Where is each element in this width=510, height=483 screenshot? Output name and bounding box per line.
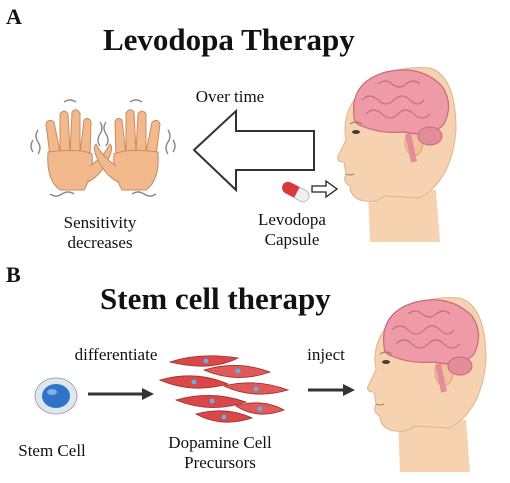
panel-b-title: Stem cell therapy [100, 281, 331, 316]
precursor-caption-line2: Precursors [184, 453, 256, 472]
capsule-small-arrow-icon [311, 179, 339, 199]
tremor-hands-icon [30, 99, 176, 197]
differentiate-label: differentiate [74, 345, 158, 364]
head-with-brain-icon-b [368, 298, 486, 472]
inject-arrow-icon [308, 384, 355, 396]
panel-b-letter: B [6, 262, 21, 287]
capsule-caption-line2: Capsule [264, 230, 320, 249]
capsule-caption: Levodopa Capsule [248, 210, 336, 250]
panel-a-letter: A [6, 4, 22, 29]
hollow-left-arrow-icon [192, 108, 315, 193]
stem-cell-icon [34, 377, 78, 415]
stem-cell-caption: Stem Cell [18, 441, 86, 460]
precursor-caption: Dopamine Cell Precursors [150, 433, 290, 473]
hands-caption-line1: Sensitivity [63, 213, 137, 232]
capsule-caption-line1: Levodopa [258, 210, 326, 229]
panel-a-title: Levodopa Therapy [103, 22, 355, 57]
levodopa-capsule-icon [282, 181, 310, 203]
precursor-caption-line1: Dopamine Cell [168, 433, 272, 452]
hands-caption-line2: decreases [67, 233, 133, 252]
hands-caption: Sensitivity decreases [40, 213, 160, 253]
inject-label: inject [307, 345, 345, 364]
over-time-label: Over time [195, 87, 265, 106]
differentiate-arrow-icon [88, 388, 154, 400]
precursor-cells-icon [158, 355, 290, 423]
head-with-brain-icon-a [338, 68, 456, 242]
